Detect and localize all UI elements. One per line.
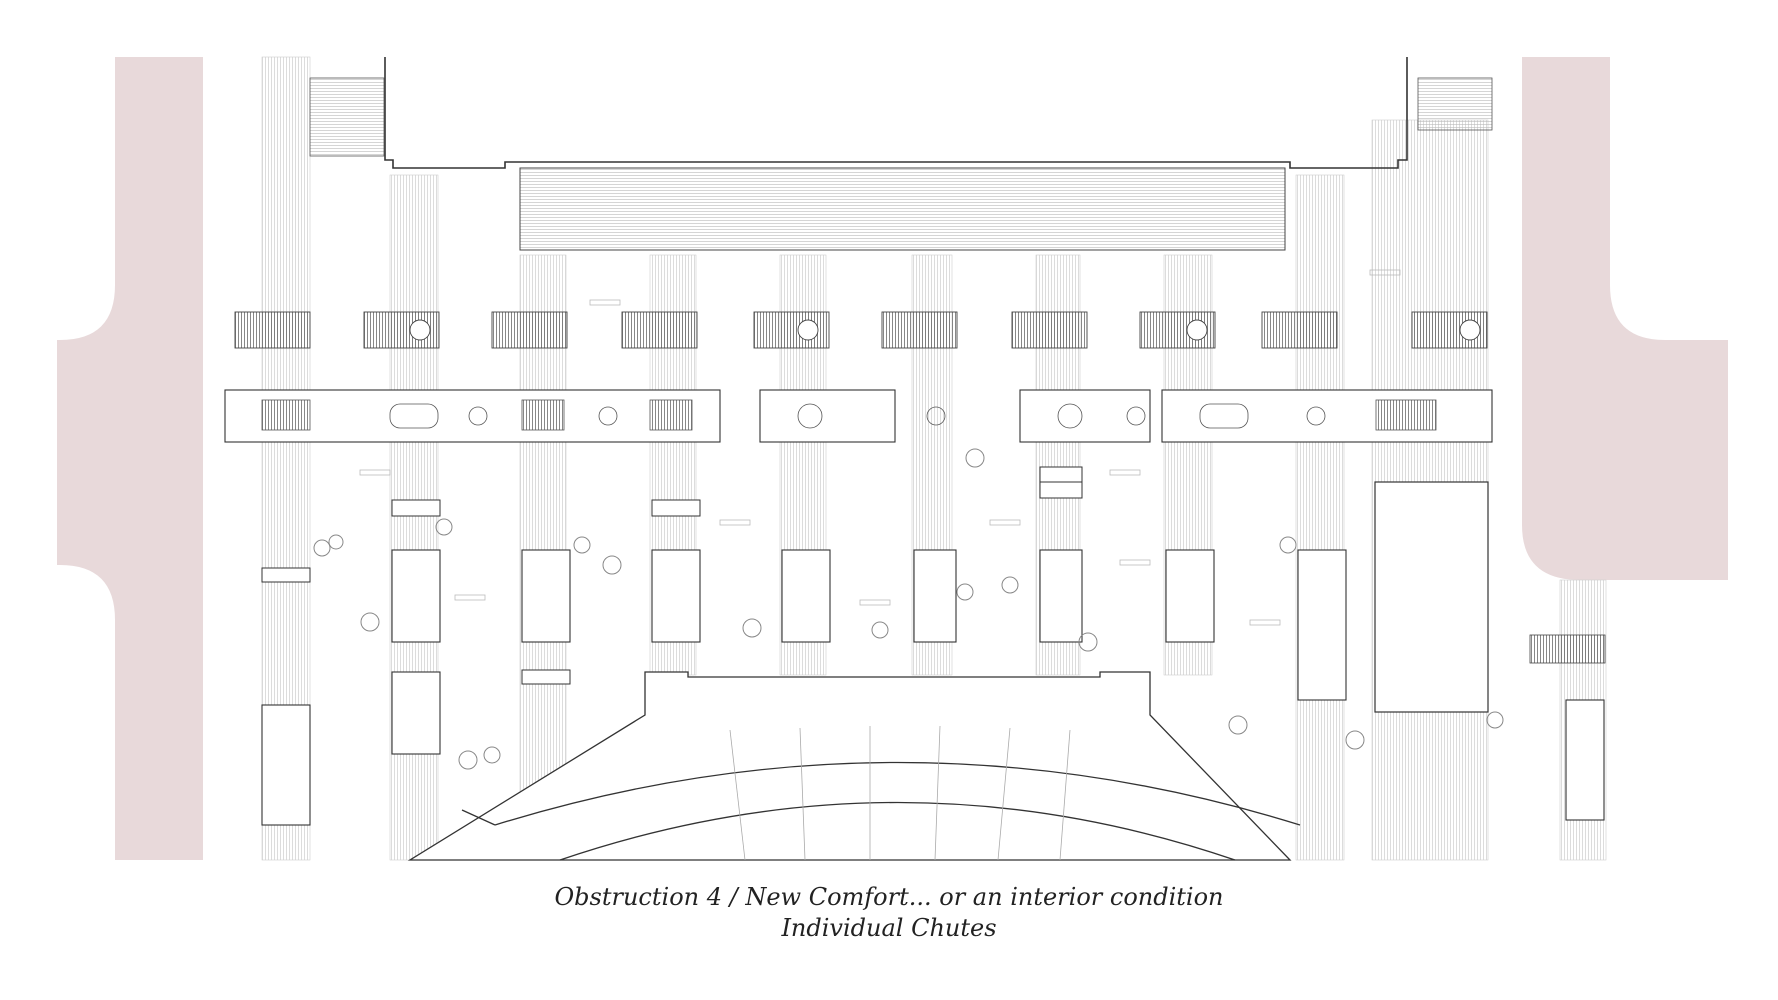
large-pavilion: [1374, 481, 1489, 713]
road-left: [57, 57, 203, 860]
concourse-details: [261, 399, 1437, 431]
stair-top-right: [1417, 77, 1493, 131]
stadium: [407, 671, 1301, 861]
drawing-subtitle: Individual Chutes: [781, 914, 997, 942]
scattered-benches: [359, 269, 1401, 626]
kiosk-units: [261, 549, 1605, 826]
concourse-bar: [224, 389, 1493, 443]
small-blocks: [261, 466, 1083, 685]
upper-stair-row: [234, 311, 1488, 349]
top-building: [384, 57, 1408, 169]
stadium-ribs: [729, 725, 1071, 861]
trees: [313, 448, 1504, 770]
road-right: [1522, 57, 1728, 580]
drawing-title: Obstruction 4 / New Comfort... or an int…: [554, 883, 1224, 911]
top-canopy: [519, 167, 1286, 251]
stair-top-left: [309, 77, 385, 157]
right-stair: [1529, 634, 1606, 664]
site-plan-drawing: [57, 56, 1728, 861]
